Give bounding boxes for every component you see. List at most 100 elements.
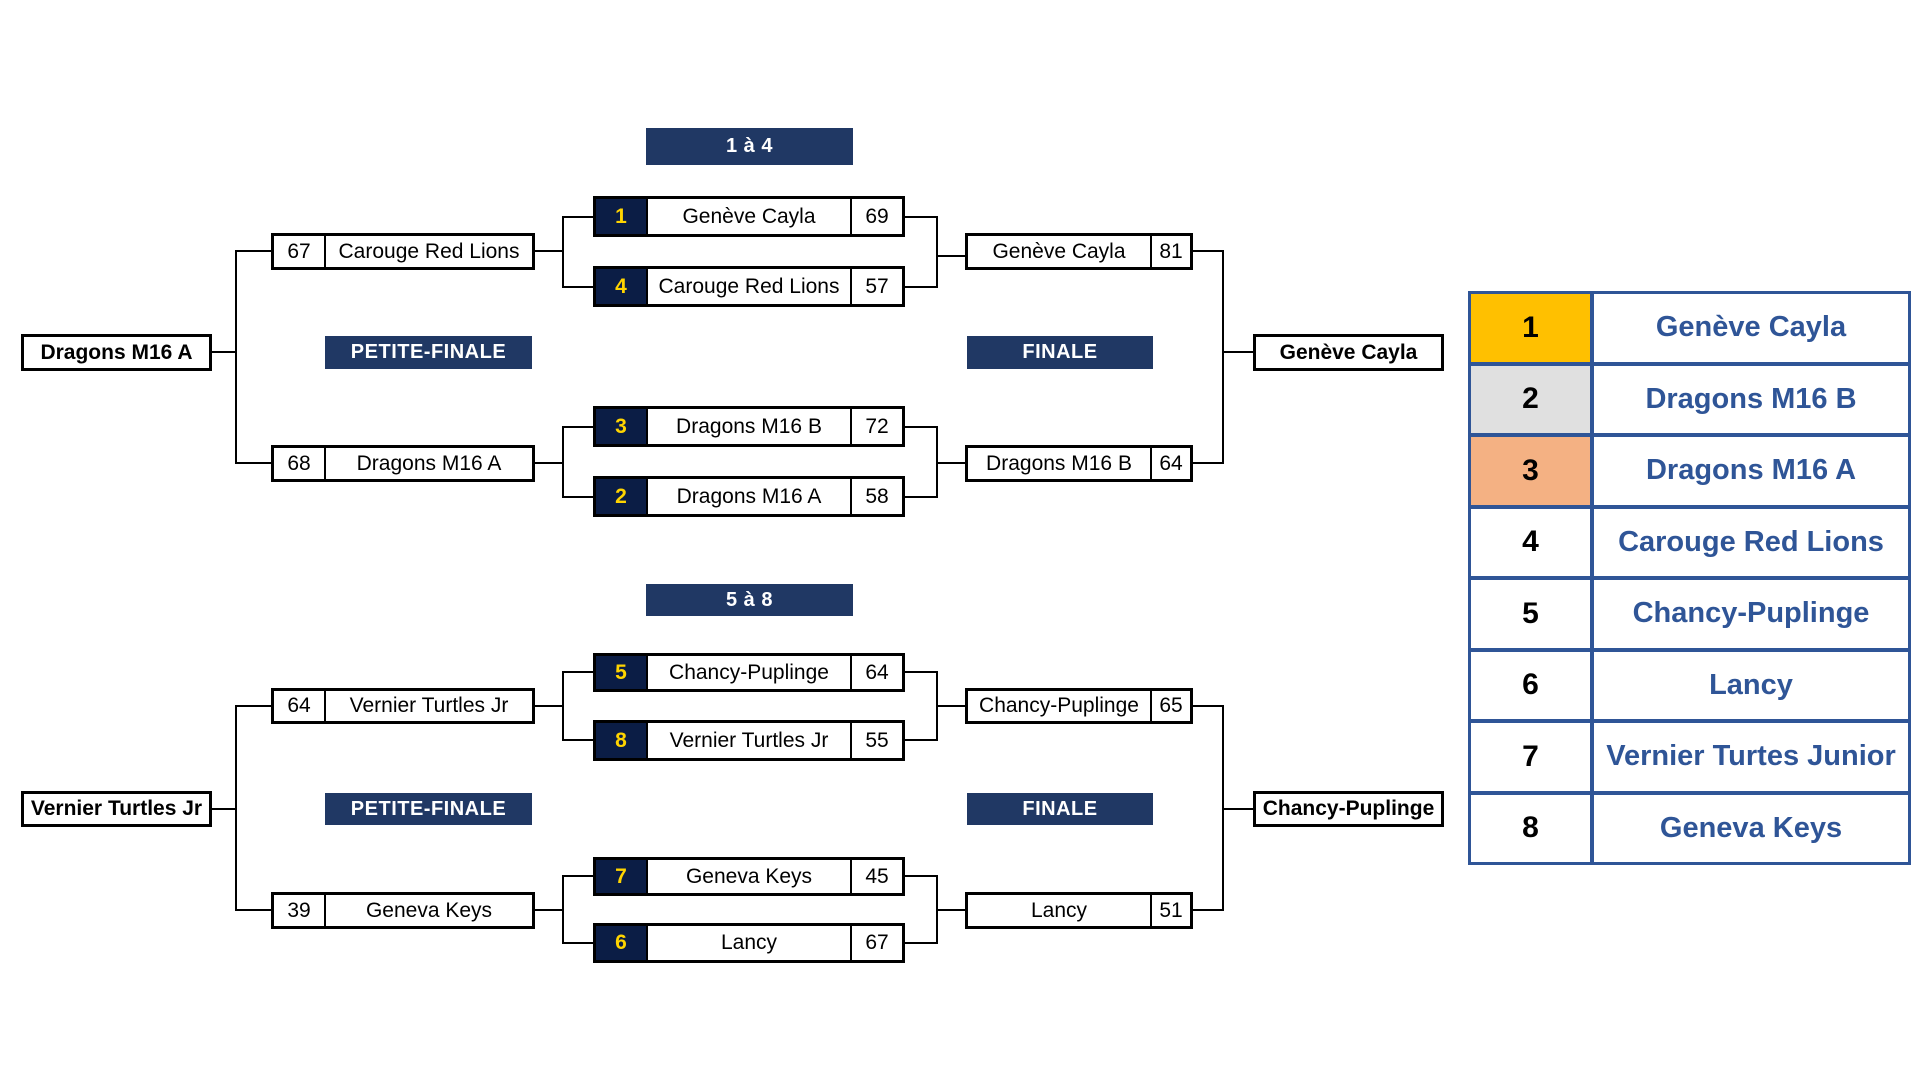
bracket-connector-line [905, 216, 965, 257]
rank-cell: 6 [1471, 651, 1590, 719]
finale-winner-5-8: Chancy-Puplinge [1253, 791, 1444, 827]
rank-cell: 3 [1471, 437, 1590, 505]
team-score: 45 [850, 860, 902, 893]
section-title-5-8: 5 à 8 [646, 584, 853, 616]
team-score: 67 [850, 926, 902, 960]
semi-1-4-match1-bottom: 4 Carouge Red Lions 57 [593, 266, 905, 307]
rank-cell: 7 [1471, 723, 1590, 791]
semi-1-4-match2-bottom: 2 Dragons M16 A 58 [593, 476, 905, 517]
petite-finale-1-4-bottom: 68 Dragons M16 A [271, 445, 535, 482]
semi-5-8-match2-bottom: 6 Lancy 67 [593, 923, 905, 963]
semi-5-8-match1-bottom: 8 Vernier Turtles Jr 55 [593, 720, 905, 761]
ranking-team-cell: Carouge Red Lions [1594, 508, 1908, 576]
bracket-connector-line [905, 706, 938, 741]
rank-cell: 5 [1471, 580, 1590, 648]
rank-cell: 2 [1471, 365, 1590, 433]
seed-badge: 2 [596, 479, 648, 514]
bracket-connector-line [562, 463, 593, 498]
rank-cell: 4 [1471, 508, 1590, 576]
team-score: 72 [850, 409, 902, 444]
rank-cell: 1 [1471, 294, 1590, 362]
seed-badge: 5 [596, 656, 648, 689]
semi-5-8-match1-top: 5 Chancy-Puplinge 64 [593, 653, 905, 692]
team-score: 81 [1150, 236, 1190, 267]
bracket-connector-line [535, 875, 593, 911]
bracket-connector-line [562, 910, 593, 944]
team-score: 55 [850, 723, 902, 758]
petite-finale-label-5-8: PETITE-FINALE [325, 793, 532, 825]
bracket-connector-line [905, 463, 938, 498]
team-score: 69 [850, 199, 902, 234]
team-name: Carouge Red Lions [658, 274, 840, 298]
team-name: Chancy-Puplinge [979, 694, 1139, 717]
ranking-team-cell: Dragons M16 B [1594, 365, 1908, 433]
team-name: Chancy-Puplinge [669, 660, 829, 684]
bracket-connector-line [562, 251, 593, 288]
seed-badge: 8 [596, 723, 648, 758]
section-title-1-4: 1 à 4 [646, 128, 853, 165]
bracket-connector-line [905, 875, 965, 911]
team-score: 64 [1150, 448, 1190, 479]
team-name: Dragons M16 A [356, 451, 502, 475]
bracket-connector-line [905, 256, 938, 288]
finale-1-4-bottom: Dragons M16 B 64 [965, 445, 1193, 482]
team-name: Geneva Keys [365, 898, 493, 922]
ranking-team-cell: Lancy [1594, 651, 1908, 719]
seed-badge: 7 [596, 860, 648, 893]
bracket-connector-line [1193, 250, 1224, 464]
finale-winner-1-4: Genève Cayla [1253, 334, 1444, 371]
team-score: 58 [850, 479, 902, 514]
team-score: 67 [274, 236, 326, 267]
seed-badge: 4 [596, 269, 648, 304]
finale-label-1-4: FINALE [967, 336, 1153, 369]
seed-badge: 3 [596, 409, 648, 444]
bracket-connector-line [235, 250, 271, 464]
ranking-team-cell: Chancy-Puplinge [1594, 580, 1908, 648]
bracket-connector-line [535, 671, 593, 707]
team-name: Lancy [1030, 898, 1088, 922]
finale-1-4-top: Genève Cayla 81 [965, 233, 1193, 270]
petite-finale-1-4-top: 67 Carouge Red Lions [271, 233, 535, 270]
team-name: Genève Cayla [992, 239, 1126, 263]
final-ranking-table: 1 Genève Cayla 2 Dragons M16 B 3 Dragons… [1468, 291, 1911, 865]
team-name: Vernier Turtles Jr [349, 694, 509, 717]
finale-label-5-8: FINALE [967, 793, 1153, 825]
semi-1-4-match2-top: 3 Dragons M16 B 72 [593, 406, 905, 447]
team-score: 64 [274, 691, 326, 721]
team-name: Dragons M16 B [986, 451, 1132, 475]
bracket-connector-line [562, 706, 593, 741]
ranking-team-cell: Genève Cayla [1594, 294, 1908, 362]
petite-finale-winner-1-4: Dragons M16 A [21, 334, 212, 371]
team-score: 57 [850, 269, 902, 304]
team-name: Vernier Turtles Jr [669, 728, 829, 752]
team-name: Dragons M16 A [676, 484, 822, 508]
seed-badge: 1 [596, 199, 648, 234]
team-name: Geneva Keys [685, 864, 813, 888]
team-score: 51 [1150, 895, 1190, 926]
team-score: 64 [850, 656, 902, 689]
petite-finale-5-8-bottom: 39 Geneva Keys [271, 892, 535, 929]
bracket-connector-line [905, 671, 965, 707]
petite-finale-5-8-top: 64 Vernier Turtles Jr [271, 688, 535, 724]
rank-cell: 8 [1471, 794, 1590, 862]
semi-5-8-match2-top: 7 Geneva Keys 45 [593, 857, 905, 896]
team-name: Carouge Red Lions [338, 239, 520, 263]
petite-finale-label-1-4: PETITE-FINALE [325, 336, 532, 369]
bracket-connector-line [535, 216, 593, 252]
bracket-connector-line [235, 705, 271, 911]
finale-5-8-bottom: Lancy 51 [965, 892, 1193, 929]
finale-5-8-top: Chancy-Puplinge 65 [965, 688, 1193, 724]
bracket-connector-line [905, 910, 938, 944]
ranking-team-cell: Geneva Keys [1594, 794, 1908, 862]
bracket-connector-line [905, 426, 965, 464]
team-name: Lancy [720, 931, 778, 954]
seed-badge: 6 [596, 926, 648, 960]
team-name: Dragons M16 B [676, 414, 822, 438]
petite-finale-winner-5-8: Vernier Turtles Jr [21, 791, 212, 827]
team-score: 68 [274, 448, 326, 479]
ranking-team-cell: Dragons M16 A [1594, 437, 1908, 505]
bracket-connector-line [1193, 705, 1224, 911]
bracket-connector-line [535, 426, 593, 464]
team-name: Genève Cayla [682, 204, 816, 228]
team-score: 65 [1150, 691, 1190, 721]
